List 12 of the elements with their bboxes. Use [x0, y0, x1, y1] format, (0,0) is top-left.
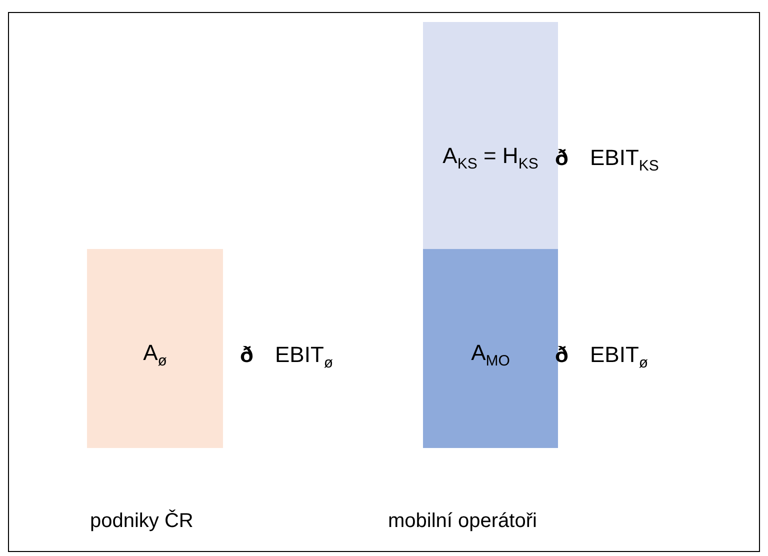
- group-caption: mobilní operátoři: [388, 510, 537, 533]
- arrow-symbol: ð: [240, 342, 254, 368]
- value-label: EBIT$_{KS}$: [590, 145, 659, 176]
- colored-block: [87, 249, 223, 448]
- block-label: A$_{ø}$: [143, 340, 167, 370]
- arrow-symbol: ð: [555, 342, 568, 368]
- arrow-symbol: ð: [555, 145, 568, 171]
- value-label: EBIT$_{ø}$: [590, 342, 648, 374]
- group-caption: podniky ČR: [90, 510, 194, 533]
- block-label: A$_{KS}$ = H$_{KS}$: [442, 143, 538, 173]
- value-label: EBIT$_{ø}$: [275, 342, 334, 374]
- block-label: A$_{MO}$: [471, 340, 510, 370]
